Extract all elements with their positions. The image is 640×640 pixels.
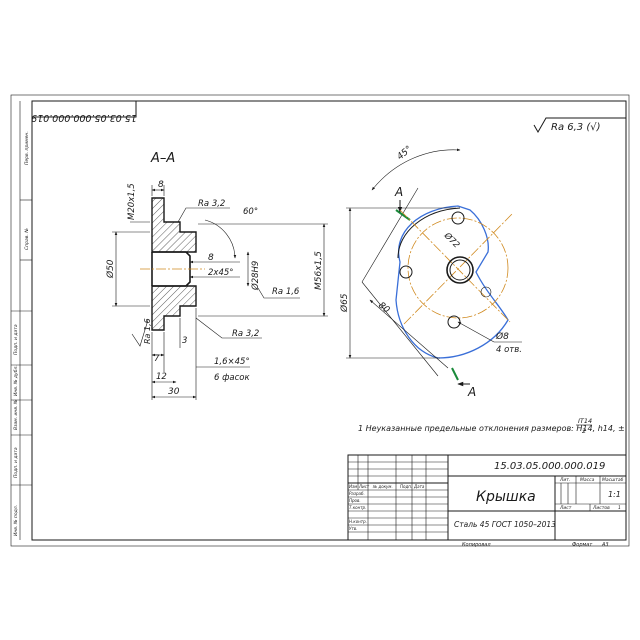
general-roughness: Ra 6,3 (√) [533, 117, 626, 134]
roughness-ra32-bottom: Ra 3,2 [232, 329, 259, 339]
row-label-checker: Пров. [349, 498, 361, 503]
side-label-replace-inv: Взам. инв. № [13, 399, 19, 430]
row-label-tcontrol: Т.контр. [349, 505, 366, 510]
format-label: Формат [572, 542, 593, 548]
col-header-date: Дата [413, 484, 425, 489]
side-label-sign-date-2: Подп. и дата [13, 447, 19, 478]
row-label-ncontrol: Н.контр. [349, 519, 367, 524]
lit-header: Лит. [559, 477, 570, 483]
dim-30: 30 [168, 387, 180, 397]
sheets-label: Листов [592, 505, 610, 511]
copied-label: Копировал [462, 542, 491, 548]
dim-8-top: 8 [158, 180, 164, 190]
part-outline [395, 205, 509, 359]
dim-d8-holes: Ø8 [495, 331, 509, 342]
sheet-label: Лист [559, 505, 572, 511]
section-label: А–А [150, 151, 175, 166]
side-label-dup-inv: Инв. № дубл. [13, 365, 19, 396]
drawing-frame [10, 94, 630, 547]
roughness-ra16-right: Ra 1,6 [272, 287, 300, 297]
main-view: Ø65 80 45° A A Ø72 Ø8 4 отв. [339, 144, 522, 399]
dim-holes-count: 4 отв. [496, 345, 522, 355]
mass-header: Масса [580, 477, 595, 483]
format-value: A3 [601, 542, 609, 548]
title-block: 15.03.05.000.000.019 Крышка Сталь 45 ГОС… [347, 454, 627, 548]
dim-m56: M56x1,5 [314, 251, 324, 290]
side-stamp-labels: Перв. примен. Справ. № Подп. и дата Инв.… [13, 131, 30, 536]
dim-8-mid: 8 [208, 253, 214, 263]
top-code-text: 15.03.05.000.000.019 [31, 112, 137, 123]
title-part-name: Крышка [476, 489, 536, 505]
hole-left [399, 265, 413, 279]
title-material: Сталь 45 ГОСТ 1050–2013 [454, 520, 556, 529]
row-label-approved: Утв. [349, 526, 357, 531]
roughness-ra16-left: Ra 1,6 [143, 318, 152, 344]
title-designation: 15.03.05.000.000.019 [494, 461, 605, 472]
section-hatch-upper [151, 197, 197, 253]
dim-d72: Ø72 [441, 230, 462, 251]
col-header-izm: Изм [349, 484, 357, 489]
dim-7: 7 [154, 354, 160, 364]
dim-d50: Ø50 [105, 259, 116, 279]
dim-12: 12 [156, 372, 167, 382]
side-label-first-use: Перв. примен. [24, 131, 30, 165]
scale-value: 1:1 [608, 490, 621, 499]
hole-right [480, 286, 492, 298]
note-text: 1 Неуказанные предельные отклонения разм… [358, 424, 625, 433]
section-hatch-lower [151, 285, 197, 331]
dim-angle-45: 45° [396, 144, 415, 162]
dim-d65: Ø65 [339, 293, 350, 313]
note-frac-top: IT14 [578, 417, 592, 425]
hole-top [451, 211, 465, 225]
cut-label-top: A [394, 185, 403, 199]
side-label-orig-inv: Инв. № подл. [13, 505, 19, 536]
cut-label-bottom: A [467, 385, 476, 399]
general-roughness-text: Ra 6,3 (√) [551, 122, 601, 133]
col-header-doc: № докум. [372, 484, 393, 489]
section-view: А–А Ø50 M20x1,5 8 Ra 3,2 60° 8 2x45° [105, 151, 328, 400]
col-header-sign: Подп. [400, 484, 412, 489]
scale-header: Масштаб [602, 477, 624, 483]
top-code-box: 15.03.05.000.000.019 [31, 100, 137, 123]
dim-chamfer-count: 6 фасок [214, 373, 250, 383]
row-label-developer: Разраб. [349, 491, 365, 496]
dim-d28h9: Ø28H9 [250, 261, 261, 291]
note-frac-bottom: 2 [582, 427, 586, 435]
col-header-list: Лист [358, 484, 370, 489]
dim-80: 80 [376, 301, 391, 316]
side-label-ref-no: Справ. № [24, 228, 30, 250]
side-label-sign-date-1: Подп. и дата [13, 324, 19, 355]
roughness-ra32-top: Ra 3,2 [198, 199, 225, 209]
dim-chamfer-2x45: 2x45° [208, 268, 234, 278]
dim-m20: M20x1,5 [127, 183, 137, 220]
sheets-value: 1 [618, 505, 621, 511]
tolerance-note: 1 Неуказанные предельные отклонения разм… [358, 417, 625, 435]
dim-3: 3 [182, 336, 187, 346]
dim-chamfer-16x45: 1,6×45° [214, 357, 250, 367]
dim-angle-60: 60° [243, 207, 258, 217]
